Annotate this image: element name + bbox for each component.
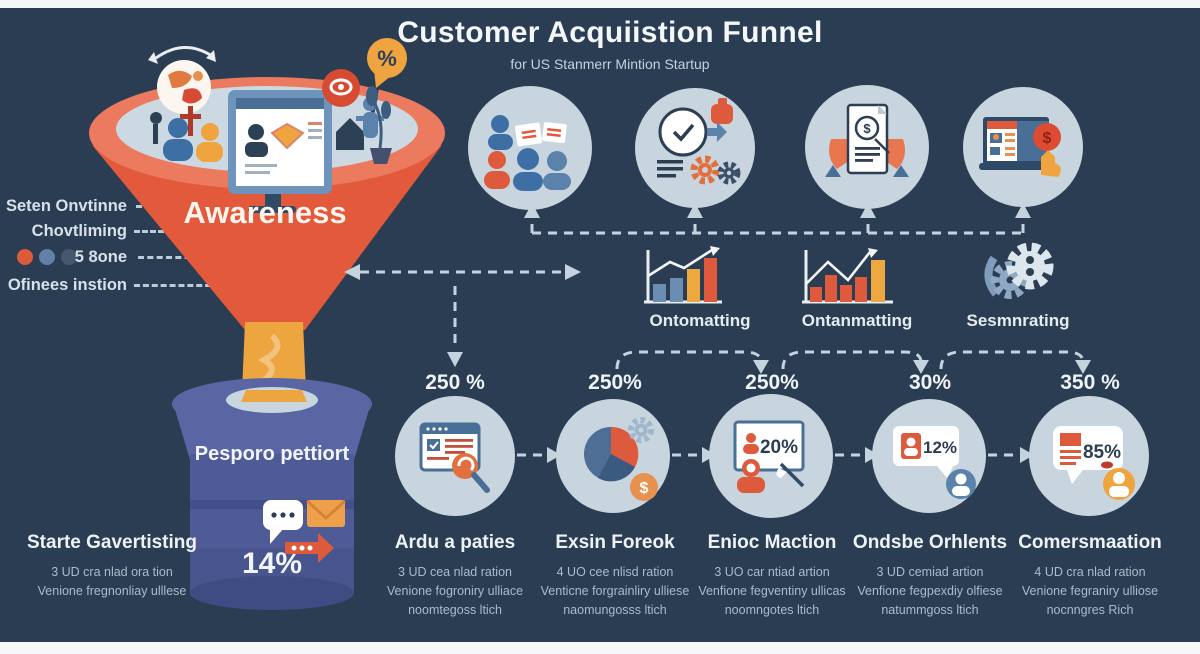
bottom-circle-pie: $ bbox=[556, 399, 670, 513]
house-icon bbox=[336, 97, 384, 150]
stage-title: Ondsbe Orhlents bbox=[852, 532, 1008, 553]
stage-title: Ardu a paties bbox=[394, 532, 516, 553]
stage-column-3: Enioc Maction 3 UO car ntiad artion Venf… bbox=[677, 532, 867, 620]
bottom-circle-report-chat: 85% bbox=[1029, 396, 1149, 516]
legend-label-3: 5 8one bbox=[74, 248, 127, 266]
bottom-circle-whiteboard: 20% bbox=[709, 394, 833, 518]
stage-line: Venione fegraniry ulliose bbox=[1021, 584, 1159, 598]
legend-dots bbox=[17, 249, 77, 265]
online-payment-icon: $ bbox=[979, 117, 1061, 177]
bar-chart-up-icon bbox=[644, 246, 722, 304]
stage-line: 3 UO car ntiad artion bbox=[714, 565, 830, 579]
percent-label-3: 250% bbox=[745, 371, 799, 394]
funnel-cone bbox=[92, 145, 442, 330]
stage-column-5: Comersmaation 4 UD cra nlad ration Venio… bbox=[995, 532, 1185, 620]
stage-line: Venfione fegpexdiy olfiese bbox=[857, 584, 1003, 598]
browser-search-icon bbox=[419, 422, 490, 493]
chat-percent: 12% bbox=[923, 438, 957, 457]
bottom-circle-profile-chat: 12% bbox=[872, 399, 986, 513]
svg-text:$: $ bbox=[640, 480, 649, 497]
chat-report-icon: 85% bbox=[1053, 426, 1135, 500]
legend-label-1: Seten Onvtinne bbox=[5, 197, 127, 215]
report-percent: 85% bbox=[1083, 442, 1121, 463]
funnel-neck-label: Pesporo pettiort bbox=[195, 443, 350, 465]
bracket-2 bbox=[781, 350, 923, 370]
audience-people-icon bbox=[150, 106, 223, 162]
forward-arrow-icon bbox=[285, 533, 334, 563]
top-circle-invoice: $ bbox=[805, 85, 929, 209]
funnel-graphic: % Awareness Pes bbox=[89, 38, 445, 610]
stage-line: naomungosss ltich bbox=[563, 603, 667, 617]
top-circle-clock bbox=[635, 88, 755, 208]
stage-line: natummgoss ltich bbox=[881, 603, 979, 617]
envelope-icon bbox=[305, 499, 347, 527]
chat-dots-icon bbox=[263, 500, 303, 544]
legend-dash-2 bbox=[134, 230, 172, 233]
percent-label-2: 250% bbox=[588, 371, 642, 394]
bottom-border bbox=[0, 642, 1200, 654]
stage-title: Exsin Foreok bbox=[555, 532, 675, 553]
legend-dot-blue bbox=[39, 249, 55, 265]
clock-gears-icon bbox=[657, 98, 741, 185]
mid-label-3: Sesmnrating bbox=[966, 311, 1070, 330]
invoice-hands-icon: $ bbox=[825, 103, 909, 177]
header: Customer Acquiistion Funnel for US Stanm… bbox=[310, 16, 910, 72]
bracket-3 bbox=[939, 350, 1085, 370]
svg-text:%: % bbox=[377, 46, 397, 71]
stage-line: 3 UD cemiad artion bbox=[876, 565, 984, 579]
percent-label-5: 350 % bbox=[1060, 371, 1120, 394]
percent-label-4: 30% bbox=[908, 371, 952, 394]
legend-dot-orange bbox=[17, 249, 33, 265]
svg-text:$: $ bbox=[863, 121, 871, 136]
bottom-circle-search bbox=[395, 396, 515, 516]
funnel-footer-line: Venione fregnonliay ulllese bbox=[37, 584, 187, 598]
stage-line: nocnngres Rich bbox=[1046, 603, 1134, 617]
chat-profile-icon: 12% bbox=[893, 426, 976, 499]
stage-title: Enioc Maction bbox=[707, 532, 837, 553]
globe-icon bbox=[148, 46, 216, 114]
funnel-footer-title: Starte Gavertisting bbox=[27, 532, 197, 553]
audience-group-icon bbox=[484, 115, 571, 191]
stage-title: Comersmaation bbox=[1018, 532, 1162, 553]
plant-icon bbox=[366, 86, 392, 164]
stage-line: Venione fogroniry ulliace bbox=[386, 584, 524, 598]
legend-dot-gray bbox=[61, 249, 77, 265]
legend-label-4: Ofinees instion bbox=[7, 276, 127, 294]
stage-line: 4 UD cra nlad ration bbox=[1034, 565, 1146, 579]
funnel-footer-line: 3 UD cra nlad ora tion bbox=[51, 565, 173, 579]
whiteboard-percent: 20% bbox=[760, 437, 798, 458]
whiteboard-presenter-icon: 20% bbox=[733, 420, 805, 493]
legend-dash-3 bbox=[138, 256, 200, 259]
stage-line: noomngotes ltich bbox=[724, 603, 820, 617]
bracket-1 bbox=[615, 350, 763, 370]
percent-label-1: 250 % bbox=[425, 371, 485, 394]
top-circle-payment: $ bbox=[963, 87, 1083, 207]
pie-chart-gear-icon: $ bbox=[584, 417, 658, 501]
mid-label-1: Ontomatting bbox=[649, 311, 751, 330]
monitor-ad-icon bbox=[228, 90, 332, 213]
funnel-stage-label: Awareness bbox=[183, 195, 346, 230]
bar-chart-zigzag-icon bbox=[802, 248, 893, 304]
legend-dash-4 bbox=[134, 284, 220, 287]
funnel-footer: Starte Gavertisting 3 UD cra nlad ora ti… bbox=[12, 532, 212, 601]
svg-text:$: $ bbox=[1043, 130, 1052, 147]
stage-line: 3 UD cea nlad ration bbox=[398, 565, 512, 579]
stage-line: Venticne forgrainliry ulliese bbox=[540, 584, 690, 598]
page-title: Customer Acquiistion Funnel bbox=[397, 16, 823, 49]
top-border bbox=[0, 0, 1200, 8]
stage-column-4: Ondsbe Orhlents 3 UD cemiad artion Venfi… bbox=[835, 532, 1025, 620]
neck-swirl bbox=[256, 333, 281, 387]
stage-line: Venfione fegventiny ullicas bbox=[698, 584, 846, 598]
legend-label-2: Chovtliming bbox=[31, 222, 127, 240]
gears-icon bbox=[984, 242, 1054, 299]
stage-line: noomtegoss ltich bbox=[408, 603, 502, 617]
stage-line: 4 UO cee nlisd ration bbox=[556, 565, 674, 579]
stage-column-2: Exsin Foreok 4 UO cee nlisd ration Venti… bbox=[520, 532, 710, 620]
camera-eye-icon bbox=[322, 69, 360, 107]
funnel-cylinder bbox=[172, 378, 372, 610]
page-subtitle: for US Stanmerr Mintion Startup bbox=[510, 56, 710, 72]
stage-column-1: Ardu a paties 3 UD cea nlad ration Venio… bbox=[360, 532, 550, 620]
mid-label-2: Ontanmatting bbox=[801, 311, 913, 330]
top-circle-audience bbox=[468, 86, 592, 210]
